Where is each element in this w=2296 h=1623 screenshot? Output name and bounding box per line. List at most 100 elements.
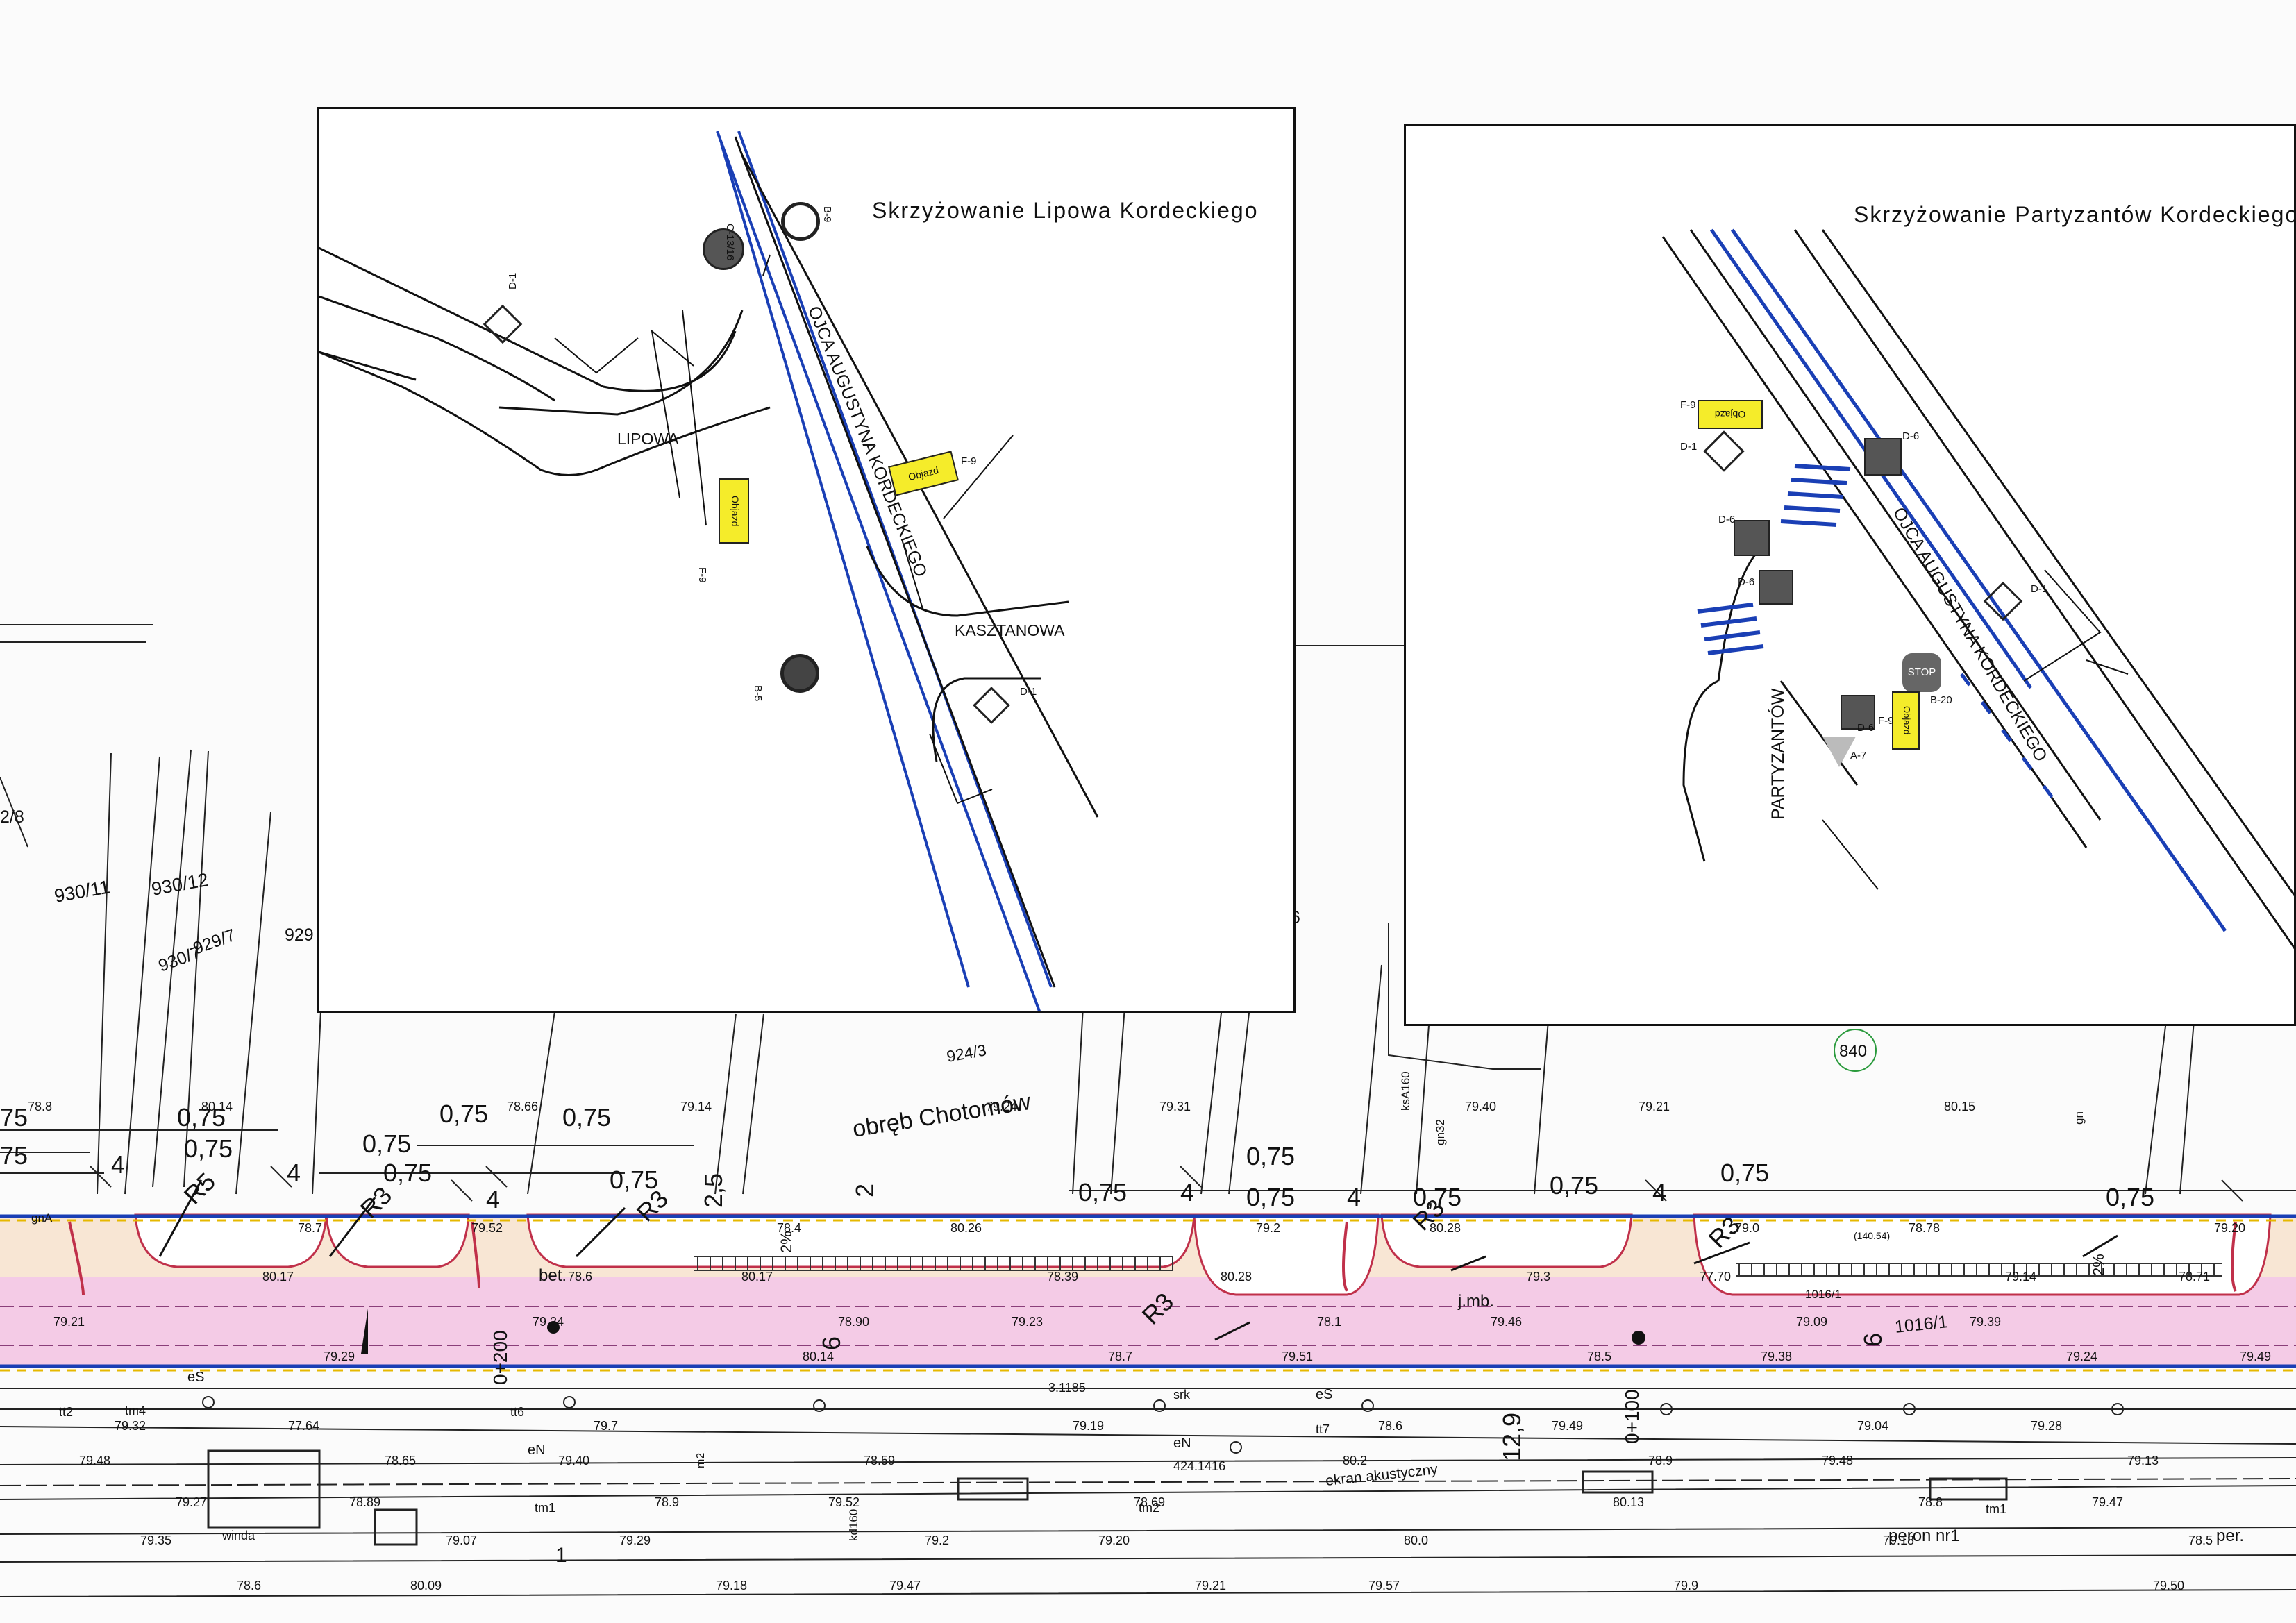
width-dimension: 0,75: [2106, 1183, 2154, 1211]
elevation-label: 79.2: [925, 1533, 949, 1547]
elevation-label: 80.15: [1944, 1100, 1975, 1113]
elevation-label: 79.09: [1796, 1315, 1827, 1329]
plan-label: 424.1416: [1173, 1459, 1225, 1473]
sign-code: D-6: [1718, 514, 1736, 525]
chainage-label: 0+100: [1621, 1389, 1643, 1444]
elevation-label: 78.5: [2188, 1533, 2213, 1547]
width-dimension: 6: [1859, 1333, 1887, 1347]
platform-label: per.: [2216, 1527, 2244, 1545]
parking-bays: [134, 1213, 2272, 1296]
area-label: obręb Chotomów: [850, 1088, 1032, 1143]
width-dimension: 0,75: [1246, 1142, 1295, 1170]
plan-label: tm4: [125, 1404, 146, 1418]
width-dimension: 4: [1180, 1178, 1194, 1206]
yield-sign-icon: [1734, 520, 1770, 556]
sign-code: D-1: [1020, 686, 1037, 698]
elevation-label: 79.38: [1761, 1349, 1792, 1363]
width-dimension: 4: [1347, 1183, 1361, 1211]
elevation-labels: 78.878.778.678.9078.778.678.978.878.578.…: [28, 1100, 2271, 1592]
width-dimension: 0,75: [439, 1100, 488, 1128]
elevation-label: 78.59: [864, 1454, 895, 1468]
plan-label: m2: [695, 1453, 707, 1468]
elevation-label: 79.52: [828, 1495, 860, 1509]
circle-label: 840: [1839, 1042, 1867, 1061]
elevation-label: 78.89: [349, 1495, 380, 1509]
elevation-label: 78.65: [385, 1454, 416, 1468]
yield-sign-icon: [1864, 438, 1902, 476]
elevation-label: 78.6: [568, 1270, 592, 1284]
width-dimension: 2,5: [699, 1173, 728, 1208]
elevation-label: 79.21: [1639, 1100, 1670, 1113]
slope-label: 2%: [2090, 1254, 2107, 1276]
elevation-label: 79.14: [680, 1100, 712, 1113]
elevation-label: 77.70: [1700, 1270, 1731, 1284]
elevation-label: 79.40: [1465, 1100, 1496, 1113]
width-dimension: 0,75: [1246, 1183, 1295, 1211]
elevation-label: 79.0: [1735, 1221, 1759, 1235]
elevation-label: 79.52: [471, 1221, 503, 1235]
plan-label: gn: [2072, 1111, 2086, 1125]
width-dimension: 75: [0, 1141, 28, 1170]
plan-label: gn32: [1434, 1119, 1447, 1145]
elevation-label: 78.71: [2179, 1270, 2210, 1284]
elevation-label: 79.50: [2153, 1579, 2184, 1592]
elevation-label: 78.6: [237, 1579, 261, 1592]
elevation-label: 79.3: [1526, 1270, 1550, 1284]
elevation-label: 79.51: [1282, 1349, 1313, 1363]
parcel-number: 924/3: [945, 1041, 987, 1066]
sign-code: D-6: [1738, 576, 1755, 588]
sign-code: C-13/16: [724, 224, 736, 261]
elevation-label: 78.9: [1648, 1454, 1673, 1468]
elevation-label: 78.5: [1587, 1349, 1611, 1363]
platform-label: peron nr1: [1888, 1527, 1960, 1545]
elevation-label: 80.2: [1343, 1454, 1367, 1468]
width-dimension: 6: [817, 1336, 846, 1350]
plan-label: eN: [528, 1443, 546, 1458]
elevation-label: 79.13: [2127, 1454, 2159, 1468]
elevation-label: 80.26: [950, 1221, 982, 1235]
elevation-label: 79.19: [1073, 1419, 1104, 1433]
width-dimension: 4: [1652, 1178, 1666, 1206]
width-dimension: 4: [287, 1159, 301, 1187]
elevation-label: 78.69: [1134, 1495, 1165, 1509]
elevation-label: 79.29: [324, 1349, 355, 1363]
elevation-label: 79.23: [1012, 1315, 1043, 1329]
elevation-label: 79.7: [594, 1419, 618, 1433]
plan-label: ksA160: [1399, 1071, 1412, 1111]
elevation-label: 79.04: [1857, 1419, 1888, 1433]
plan-label: eS: [187, 1370, 204, 1385]
elevation-label: 78.4: [777, 1221, 801, 1235]
elevation-label: 78.90: [838, 1315, 869, 1329]
elevation-label: 80.09: [410, 1579, 442, 1592]
width-dimension: 0,75: [177, 1103, 226, 1132]
width-dimension: 0,75: [1550, 1171, 1598, 1200]
plan-label: eN: [1173, 1436, 1191, 1451]
elevation-label: 78.7: [1108, 1349, 1132, 1363]
elevation-label: 80.14: [803, 1349, 834, 1363]
kasztanowa-road: [866, 546, 1069, 762]
elevation-label: 80.17: [262, 1270, 294, 1284]
elevation-label: 79.21: [53, 1315, 85, 1329]
width-dimension: 2: [850, 1184, 879, 1197]
elevation-label: 78.9: [655, 1495, 679, 1509]
bicycle-sign-icon: [703, 228, 744, 270]
plan-label: 1: [555, 1544, 567, 1567]
elevation-label: 79.48: [1822, 1454, 1853, 1468]
lipowa-road: [319, 246, 771, 476]
plan-label: kd160: [847, 1509, 860, 1541]
elevation-label: 79.24: [986, 1100, 1017, 1113]
elevation-label: 79.27: [176, 1495, 207, 1509]
inset-map: [319, 131, 1099, 1011]
elevation-label: 78.8: [1918, 1495, 1943, 1509]
sign-code: A-7: [1850, 750, 1867, 762]
elevation-label: 79.47: [2092, 1495, 2123, 1509]
width-dimension: 0,75: [1078, 1178, 1127, 1206]
elevation-label: 77.64: [288, 1419, 319, 1433]
elevation-label: 79.24: [533, 1315, 564, 1329]
plan-label: tm2: [1139, 1501, 1159, 1515]
elevation-label: 80.13: [1613, 1495, 1644, 1509]
plan-label: tt6: [510, 1405, 524, 1419]
screen-label: ekran akustyczny: [1325, 1461, 1439, 1489]
detour-sign-icon: Objazd: [1892, 691, 1920, 750]
